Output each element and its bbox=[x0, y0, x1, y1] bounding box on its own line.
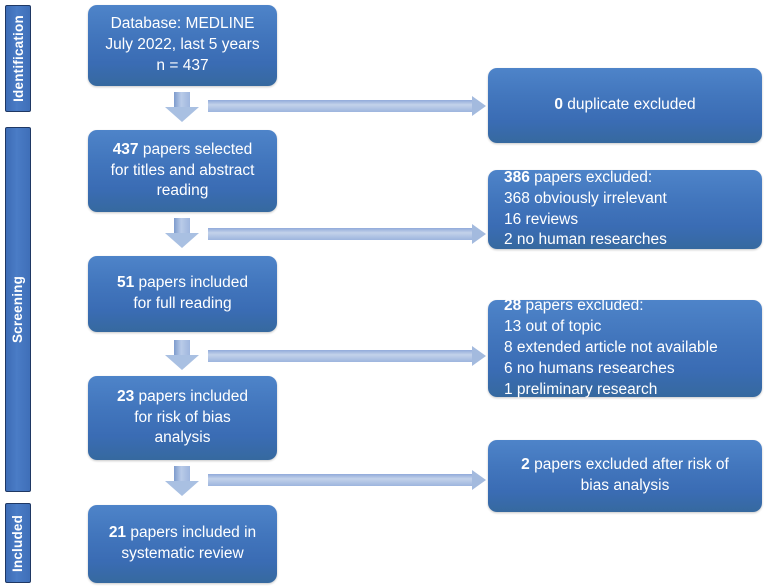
text-line: 51 papers included bbox=[117, 274, 248, 292]
arrow-shaft bbox=[174, 340, 190, 356]
right-arrow-duplicates bbox=[208, 96, 486, 116]
text-line: 13 out of topic bbox=[504, 318, 602, 336]
flow-box-full-text-excluded: 28 papers excluded: 13 out of topic 8 ex… bbox=[488, 297, 762, 398]
right-arrow-bias bbox=[208, 470, 486, 490]
flow-box-screening-excluded-text: 386 papers excluded: 368 obviously irrel… bbox=[488, 168, 762, 252]
down-arrow-4 bbox=[165, 466, 199, 496]
arrow-head bbox=[165, 107, 199, 122]
flow-box-systematic-review-text: 21 papers included in systematic review bbox=[88, 523, 277, 565]
down-arrow-3 bbox=[165, 340, 199, 370]
text-line: 23 papers included bbox=[117, 387, 248, 405]
arrow-shaft bbox=[174, 92, 190, 108]
text-line: n = 437 bbox=[156, 56, 209, 74]
phase-bar-screening: Screening bbox=[5, 127, 31, 492]
flow-box-systematic-review: 21 papers included in systematic review bbox=[88, 505, 277, 583]
flow-box-full-reading-text: 51 papers included for full reading bbox=[88, 273, 277, 315]
text-line: 21 papers included in bbox=[108, 524, 257, 542]
arrow-head bbox=[165, 355, 199, 370]
flow-box-bias-excluded: 2 papers excluded after risk of bias ana… bbox=[488, 440, 762, 512]
text-line: 0 duplicate excluded bbox=[554, 96, 696, 114]
text-line: 8 extended article not available bbox=[504, 339, 718, 357]
arrow-shaft bbox=[208, 228, 473, 240]
text-line: for full reading bbox=[133, 295, 232, 312]
phase-bar-included: Included bbox=[5, 503, 31, 583]
text-line: for risk of bias bbox=[134, 408, 231, 426]
phase-label-included: Included bbox=[10, 514, 26, 572]
flow-box-titles-abstract-screening-text: 437 papers selected for titles and abstr… bbox=[88, 140, 277, 203]
right-arrow-fulltext bbox=[208, 346, 486, 366]
flow-box-database-source: Database: MEDLINE July 2022, last 5 year… bbox=[88, 5, 277, 86]
arrow-head bbox=[472, 224, 486, 244]
text-line: bias analysis bbox=[580, 477, 670, 494]
text-line: 2 no human researches bbox=[504, 231, 667, 249]
arrow-shaft bbox=[208, 100, 473, 112]
text-line: 2 papers excluded after risk of bbox=[521, 456, 729, 474]
text-line: 16 reviews bbox=[504, 210, 579, 228]
text-line: analysis bbox=[154, 429, 211, 447]
arrow-head bbox=[472, 346, 486, 366]
phase-label-screening: Screening bbox=[10, 275, 26, 344]
flow-box-full-text-excluded-text: 28 papers excluded: 13 out of topic 8 ex… bbox=[488, 296, 762, 401]
text-line: 368 obviously irrelevant bbox=[504, 189, 667, 207]
flow-box-full-reading: 51 papers included for full reading bbox=[88, 256, 277, 332]
arrow-shaft bbox=[208, 350, 473, 362]
text-line: 1 preliminary research bbox=[504, 380, 658, 398]
arrow-shaft bbox=[174, 218, 190, 234]
arrow-head bbox=[472, 470, 486, 490]
down-arrow-2 bbox=[165, 218, 199, 248]
down-arrow-1 bbox=[165, 92, 199, 122]
flow-box-bias-excluded-text: 2 papers excluded after risk of bias ana… bbox=[488, 455, 762, 497]
flow-box-duplicates-excluded-text: 0 duplicate excluded bbox=[488, 95, 762, 116]
arrow-shaft bbox=[174, 466, 190, 482]
text-line: 6 no humans researches bbox=[504, 359, 675, 377]
text-line: systematic review bbox=[121, 545, 244, 562]
text-line: 386 papers excluded: bbox=[504, 168, 653, 186]
flow-box-risk-of-bias: 23 papers included for risk of bias anal… bbox=[88, 376, 277, 460]
text-line: 28 papers excluded: bbox=[504, 297, 644, 315]
flow-box-duplicates-excluded: 0 duplicate excluded bbox=[488, 68, 762, 143]
phase-label-identification: Identification bbox=[10, 15, 26, 102]
text-line: Database: MEDLINE bbox=[110, 15, 255, 33]
arrow-head bbox=[472, 96, 486, 116]
flow-box-database-source-text: Database: MEDLINE July 2022, last 5 year… bbox=[88, 14, 277, 77]
arrow-head bbox=[165, 233, 199, 248]
text-line: July 2022, last 5 years bbox=[105, 36, 260, 54]
flow-box-screening-excluded: 386 papers excluded: 368 obviously irrel… bbox=[488, 168, 762, 252]
flow-box-risk-of-bias-text: 23 papers included for risk of bias anal… bbox=[88, 387, 277, 450]
arrow-head bbox=[165, 481, 199, 496]
flow-box-titles-abstract-screening: 437 papers selected for titles and abstr… bbox=[88, 130, 277, 212]
arrow-shaft bbox=[208, 474, 473, 486]
right-arrow-screening bbox=[208, 224, 486, 244]
text-line: 437 papers selected bbox=[112, 140, 253, 158]
text-line: reading bbox=[156, 182, 209, 200]
text-line: for titles and abstract bbox=[110, 161, 255, 179]
phase-bar-identification: Identification bbox=[5, 5, 31, 112]
